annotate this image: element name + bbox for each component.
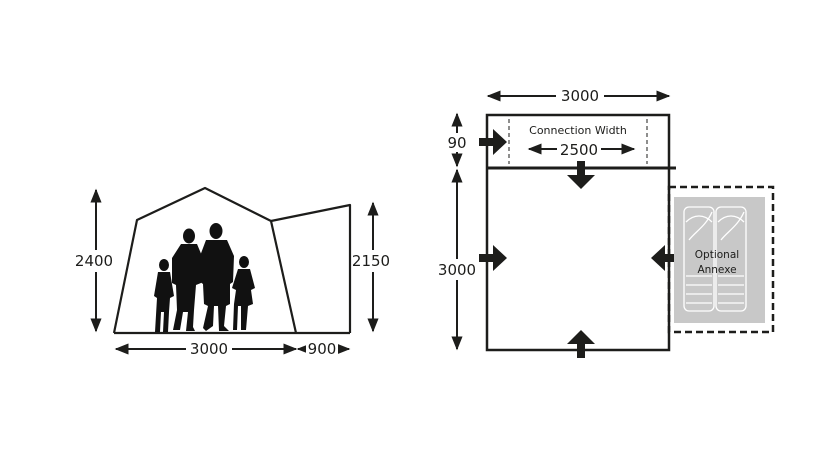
optional-annexe: Optional Annexe — [667, 185, 775, 334]
top-width-label: 3000 — [561, 87, 599, 105]
connection-width-title: Connection Width — [529, 124, 627, 137]
plan-view: 3000 Connection Width 2500 90 3000 — [436, 86, 775, 358]
height-annexe-label: 2150 — [352, 252, 390, 270]
annexe-label-line2: Annexe — [697, 264, 736, 276]
annexe-fill — [674, 197, 765, 323]
annexe-label-line1: Optional — [695, 249, 739, 261]
man-silhouette — [200, 223, 234, 331]
entry-arrow-right — [651, 245, 679, 271]
entry-arrow-top — [567, 161, 595, 189]
entry-arrow-left — [479, 245, 507, 271]
entry-arrow-bottom — [567, 330, 595, 358]
height-main-label: 2400 — [75, 252, 113, 270]
width-main-label: 3000 — [190, 340, 228, 358]
depth-label: 3000 — [438, 261, 476, 279]
entry-arrow-top-left — [479, 129, 507, 155]
annexe-outline — [270, 203, 352, 333]
width-annexe-label: 900 — [308, 340, 337, 358]
tent-outline — [112, 186, 298, 334]
connection-width-label: 2500 — [560, 141, 598, 159]
annexe-dashed-outline — [667, 185, 775, 334]
connection-depth-label: 90 — [447, 134, 466, 152]
sleeping-bag-icon — [715, 206, 747, 312]
side-view: 2400 2150 3000 900 — [75, 186, 393, 359]
child-right-silhouette — [232, 256, 255, 330]
sleeping-bag-icon — [683, 206, 715, 312]
woman-silhouette — [172, 228, 202, 331]
family-silhouette — [154, 223, 255, 332]
child-left-silhouette — [154, 259, 174, 332]
